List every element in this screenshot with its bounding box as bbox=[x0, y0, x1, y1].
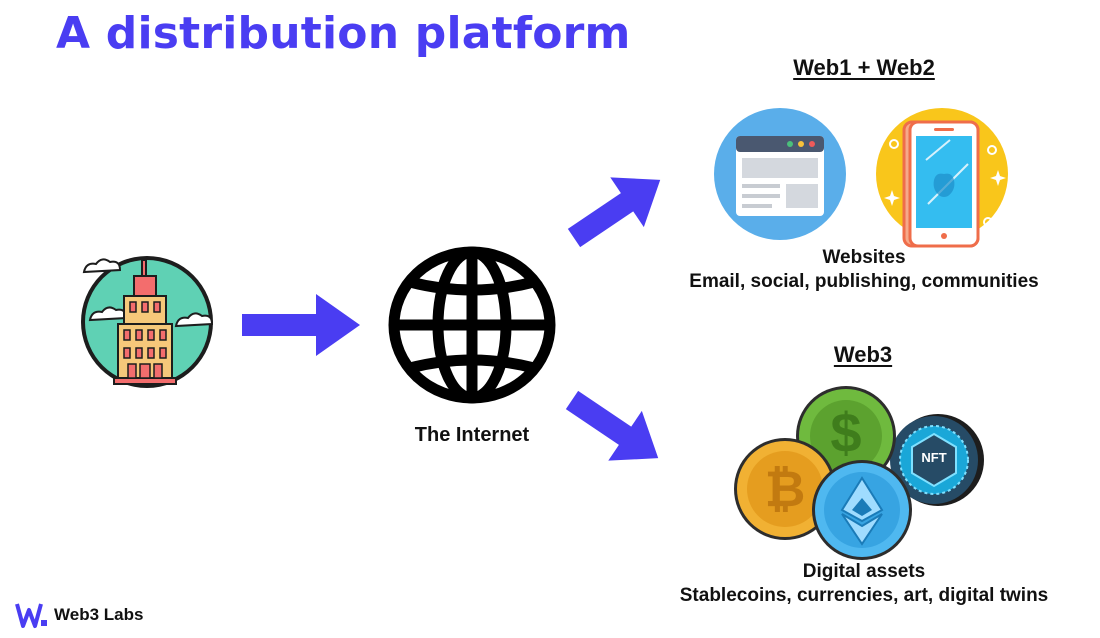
arrow-up-right-icon bbox=[560, 170, 680, 260]
web3-caption-subtitle: Stablecoins, currencies, art, digital tw… bbox=[679, 585, 1049, 606]
web12-caption-subtitle: Email, social, publishing, communities bbox=[689, 271, 1039, 292]
browser-window-icon bbox=[712, 106, 852, 246]
web12-caption-title: Websites bbox=[822, 247, 906, 268]
coins-cluster: NFT $ ₿ bbox=[728, 384, 988, 560]
nft-coin-icon: NFT bbox=[888, 412, 984, 508]
web12-heading: Web1 + Web2 bbox=[793, 55, 935, 80]
arrow-down-right-icon bbox=[560, 382, 680, 472]
bitcoin-coin-icon: ₿ bbox=[732, 436, 838, 542]
brand-name: Web3 Labs bbox=[54, 605, 144, 624]
internet-label: The Internet bbox=[414, 424, 530, 446]
page-title: A distribution platform bbox=[56, 8, 631, 59]
web3-caption-title: Digital assets bbox=[802, 561, 926, 582]
nft-coin-label: NFT bbox=[921, 450, 947, 465]
ethereum-coin-icon bbox=[810, 458, 914, 562]
smartphone-icon bbox=[870, 104, 1020, 250]
building-icon bbox=[78, 256, 218, 398]
bitcoin-coin-label: ₿ bbox=[764, 461, 806, 517]
brand: Web3 Labs bbox=[15, 602, 144, 628]
web3-labs-logo-icon bbox=[15, 602, 48, 628]
globe-icon bbox=[388, 246, 556, 404]
web3-heading: Web3 bbox=[833, 342, 893, 367]
arrow-right-icon bbox=[242, 292, 362, 358]
dollar-coin-label: $ bbox=[830, 401, 862, 464]
